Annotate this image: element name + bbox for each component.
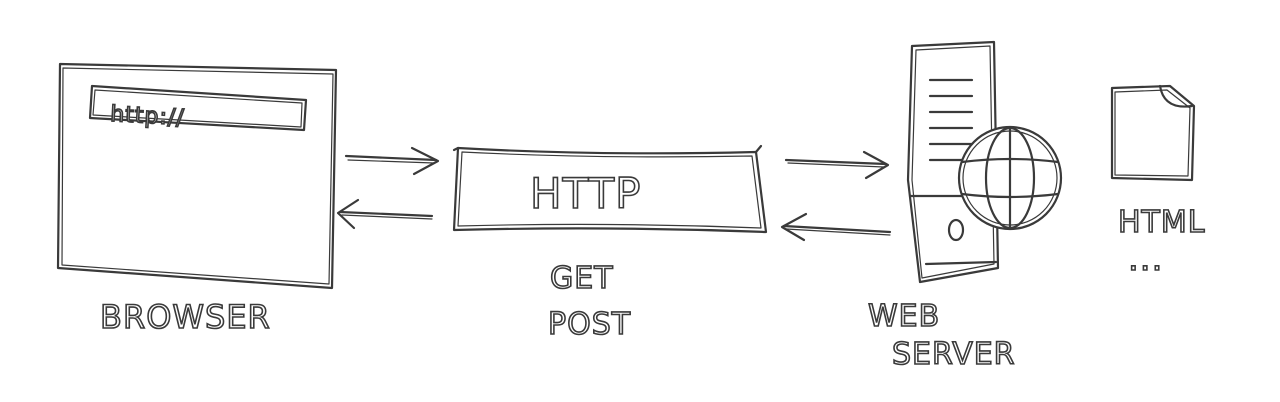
document-label: HTML	[1118, 205, 1205, 240]
arrow-http-to-browser	[336, 198, 434, 230]
arrow-http-to-server	[784, 150, 890, 180]
server-power-button	[947, 218, 965, 242]
server-label-line2: SERVER	[892, 337, 1016, 372]
document-more: ...	[1128, 239, 1163, 279]
document-icon	[1110, 84, 1196, 182]
address-bar	[88, 84, 308, 132]
globe-icon	[957, 125, 1063, 231]
server-vents	[928, 78, 974, 162]
method-post: POST	[548, 307, 631, 342]
browser-label: BROWSER	[100, 298, 271, 336]
method-get: GET	[550, 261, 614, 296]
http-label: HTTP	[530, 169, 641, 218]
server-tower	[906, 40, 1000, 284]
arrow-server-to-http	[780, 212, 892, 242]
browser-window: http://	[56, 62, 338, 290]
address-bar-url: http://	[110, 102, 186, 131]
server-label-line1: WEB	[868, 299, 940, 334]
http-banner	[452, 144, 768, 234]
arrow-browser-to-http	[344, 146, 440, 176]
